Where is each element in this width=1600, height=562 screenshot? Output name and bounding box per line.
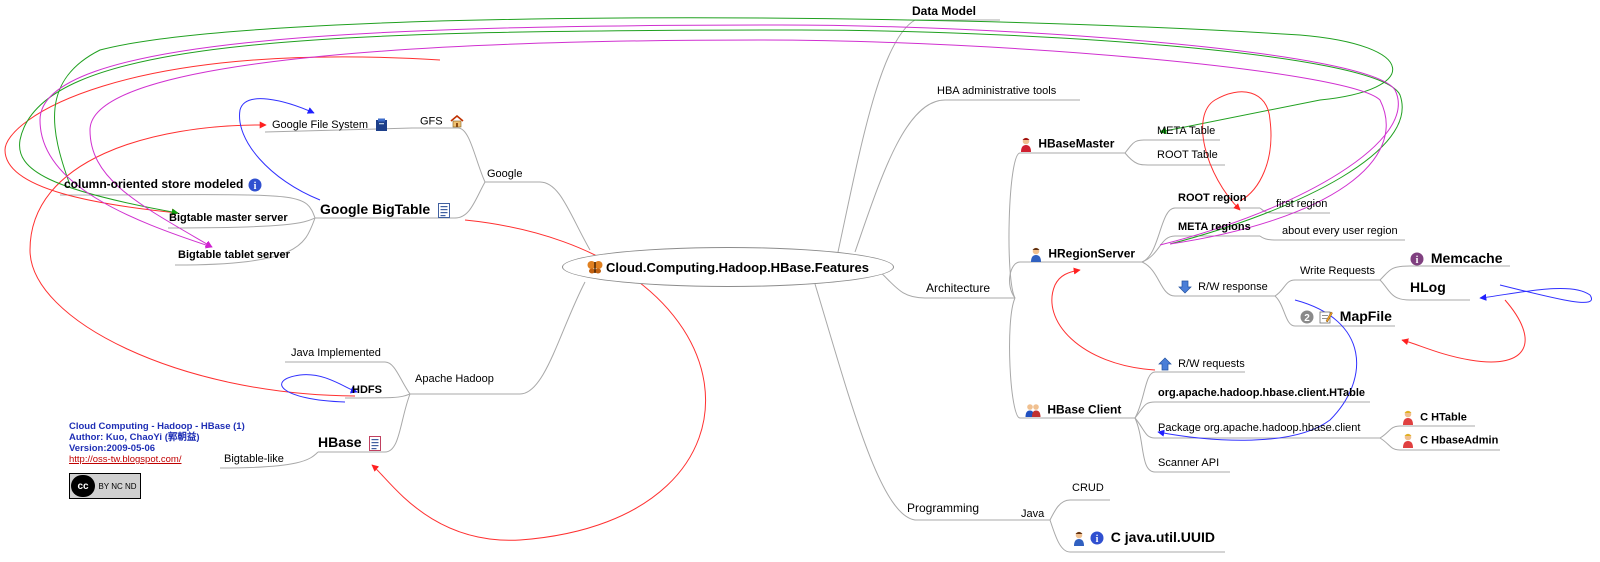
person-icon [1403, 433, 1413, 448]
cc-license-label: BY NC ND [98, 481, 137, 491]
rw-response-label: R/W response [1198, 280, 1268, 293]
every-user-region-node[interactable]: about every user region [1282, 225, 1398, 237]
bigtable-like-node[interactable]: Bigtable-like [224, 453, 284, 465]
note-edit-icon [1319, 311, 1333, 324]
central-topic-label: Cloud.Computing.Hadoop.HBase.Features [606, 259, 869, 275]
butterfly-icon [587, 261, 603, 274]
hbase-client-label: HBase Client [1047, 402, 1122, 417]
person-icon [1021, 137, 1031, 152]
bigtable-tablet-node[interactable]: Bigtable tablet server [178, 249, 290, 261]
hbasemaster-node[interactable]: HBaseMaster [1020, 137, 1114, 152]
hregionserver-node[interactable]: HRegionServer [1030, 247, 1135, 262]
person-icon [1031, 247, 1041, 262]
document-list-icon [369, 435, 382, 451]
c-htable-label: C HTable [1420, 411, 1467, 424]
c-htable-node[interactable]: C HTable [1402, 410, 1467, 425]
crud-node[interactable]: CRUD [1072, 482, 1104, 494]
memcache-node[interactable]: i Memcache [1410, 251, 1502, 266]
document-list-icon [438, 202, 451, 218]
meta-table-node[interactable]: META Table [1157, 125, 1216, 137]
rw-requests-label: R/W requests [1178, 357, 1245, 370]
uuid-node[interactable]: i C java.util.UUID [1073, 530, 1215, 546]
credit-title: Cloud Computing - Hadoop - HBase (1) [69, 421, 245, 432]
info-icon: i [1410, 252, 1424, 266]
credit-author: Author: Kuo, ChaoYi (郭朝益) [69, 432, 200, 443]
gfs-label: GFS [420, 115, 443, 128]
c-hbaseadmin-node[interactable]: C HbaseAdmin [1402, 433, 1498, 448]
java-node[interactable]: Java [1021, 508, 1045, 520]
hlog-node[interactable]: HLog [1410, 279, 1446, 295]
svg-text:i: i [253, 181, 256, 192]
java-implemented-node[interactable]: Java Implemented [291, 347, 381, 359]
cc-logo-icon: cc [71, 475, 95, 497]
person-icon [1074, 531, 1084, 546]
credit-url-link[interactable]: http://oss-tw.blogspot.com/ [69, 454, 182, 465]
root-region-node[interactable]: ROOT region [1178, 192, 1247, 204]
mapfile-label: MapFile [1339, 308, 1392, 324]
priority-2-icon: 2 [1300, 310, 1314, 324]
apache-hadoop-node[interactable]: Apache Hadoop [415, 373, 494, 385]
architecture-node[interactable]: Architecture [926, 281, 991, 295]
google-node[interactable]: Google [487, 168, 523, 180]
htable-class-node[interactable]: org.apache.hadoop.hbase.client.HTable [1158, 387, 1366, 399]
hbase-node[interactable]: HBase [318, 434, 382, 451]
info-icon: i [1090, 531, 1104, 545]
google-file-system-node[interactable]: Google File System [272, 118, 388, 132]
central-topic[interactable]: Cloud.Computing.Hadoop.HBase.Features [562, 247, 894, 287]
info-icon: i [248, 178, 262, 192]
hba-tools-node[interactable]: HBA administrative tools [937, 85, 1057, 97]
rw-requests-node[interactable]: R/W requests [1158, 357, 1245, 371]
google-bigtable-node[interactable]: Google BigTable [320, 201, 451, 218]
svg-text:i: i [1416, 255, 1419, 266]
link-center-hba [854, 99, 1080, 253]
mapfile-node[interactable]: 2 MapFile [1300, 309, 1392, 324]
arrow-down-icon [1178, 280, 1192, 294]
hbasemaster-label: HBaseMaster [1038, 136, 1115, 151]
house-icon [450, 115, 464, 128]
credit-version: Version:2009-05-06 [69, 443, 156, 454]
cc-license-badge[interactable]: cc BY NC ND [69, 473, 141, 499]
hdfs-node[interactable]: HDFS [352, 384, 382, 396]
svg-text:i: i [1096, 534, 1099, 545]
memcache-label: Memcache [1430, 250, 1503, 266]
uuid-label: C java.util.UUID [1110, 529, 1216, 545]
link-center-apache [519, 281, 586, 395]
programming-node[interactable]: Programming [907, 501, 980, 515]
svg-text:2: 2 [1304, 313, 1310, 324]
google-file-system-label: Google File System [272, 118, 368, 131]
column-oriented-node[interactable]: column-oriented store modeled i [64, 178, 262, 192]
link-center-programming [814, 283, 1000, 521]
root-table-node[interactable]: ROOT Table [1157, 149, 1218, 161]
write-requests-node[interactable]: Write Requests [1300, 265, 1375, 277]
hregionserver-label: HRegionServer [1048, 246, 1136, 261]
rw-response-node[interactable]: R/W response [1178, 280, 1268, 294]
person-icon [1403, 410, 1413, 425]
book-icon [376, 118, 388, 131]
hbase-client-node[interactable]: HBase Client [1025, 403, 1121, 418]
column-oriented-label: column-oriented store modeled [64, 177, 244, 192]
data-model-node[interactable]: Data Model [912, 4, 977, 18]
c-hbaseadmin-label: C HbaseAdmin [1420, 434, 1499, 447]
link-center-google [539, 181, 591, 251]
group-icon [1025, 404, 1041, 417]
gfs-node[interactable]: GFS [420, 115, 464, 128]
arrow-up-icon [1158, 357, 1172, 371]
bigtable-master-node[interactable]: Bigtable master server [169, 212, 288, 224]
hbase-label: HBase [318, 434, 362, 450]
meta-regions-node[interactable]: META regions [1178, 221, 1251, 233]
scanner-api-node[interactable]: Scanner API [1158, 457, 1220, 469]
credit-block: Cloud Computing - Hadoop - HBase (1) Aut… [69, 421, 245, 465]
link-center-datamodel [837, 19, 1000, 253]
first-region-node[interactable]: first region [1276, 198, 1328, 210]
google-bigtable-label: Google BigTable [320, 201, 431, 217]
package-node[interactable]: Package org.apache.hadoop.hbase.client [1158, 422, 1361, 434]
